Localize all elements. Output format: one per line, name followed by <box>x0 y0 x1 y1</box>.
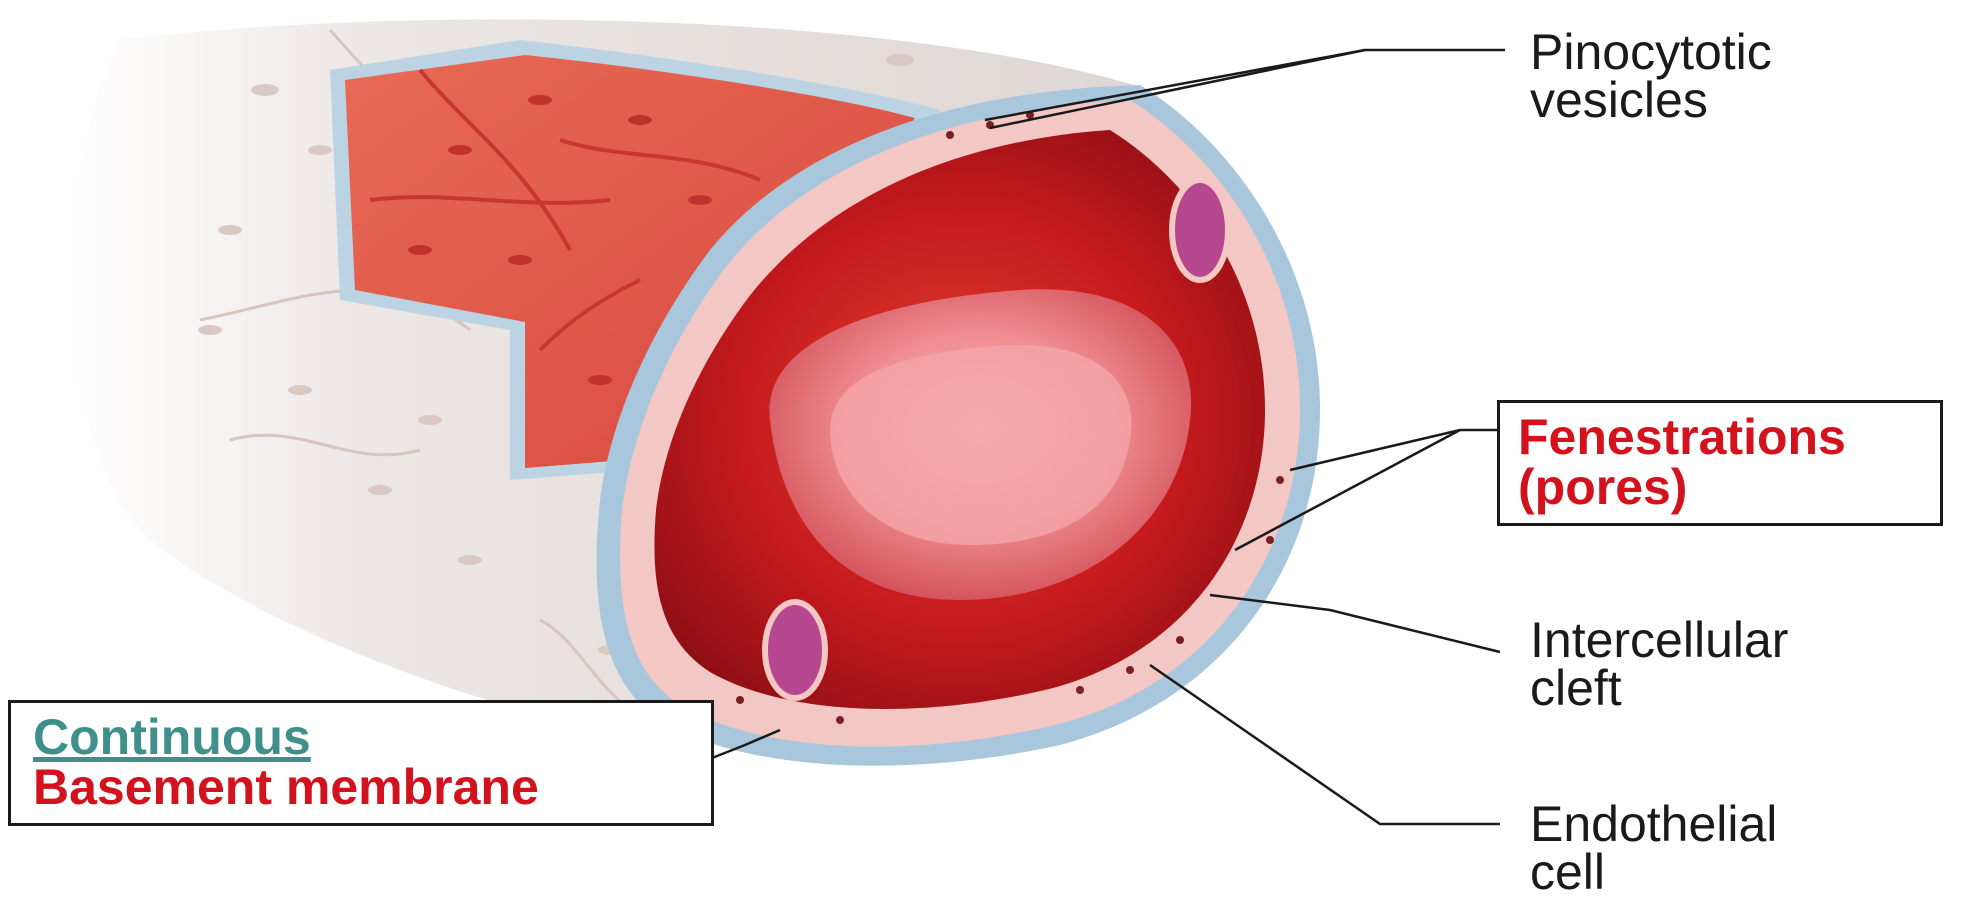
label-line1: Intercellular <box>1530 616 1788 664</box>
label-pores: (pores) <box>1518 463 1687 511</box>
label-line1: Pinocytotic <box>1530 28 1772 76</box>
nucleus-bottom <box>765 602 825 698</box>
nucleus-top <box>1172 180 1228 280</box>
label-continuous: Continuous <box>33 713 311 761</box>
label-line2: cell <box>1530 848 1777 896</box>
label-box-basement-membrane: Continuous Basement membrane <box>8 700 714 826</box>
label-endothelial-cell: Endothelial cell <box>1530 800 1777 896</box>
label-intercellular-cleft: Intercellular cleft <box>1530 616 1788 712</box>
label-line2: cleft <box>1530 664 1788 712</box>
label-box-fenestrations: Fenestrations (pores) <box>1497 400 1943 526</box>
label-line1: Endothelial <box>1530 800 1777 848</box>
label-line2: vesicles <box>1530 76 1772 124</box>
label-fenestrations: Fenestrations <box>1518 413 1846 461</box>
label-pinocytotic-vesicles: Pinocytotic vesicles <box>1530 28 1772 124</box>
label-basement-membrane: Basement membrane <box>33 763 539 811</box>
